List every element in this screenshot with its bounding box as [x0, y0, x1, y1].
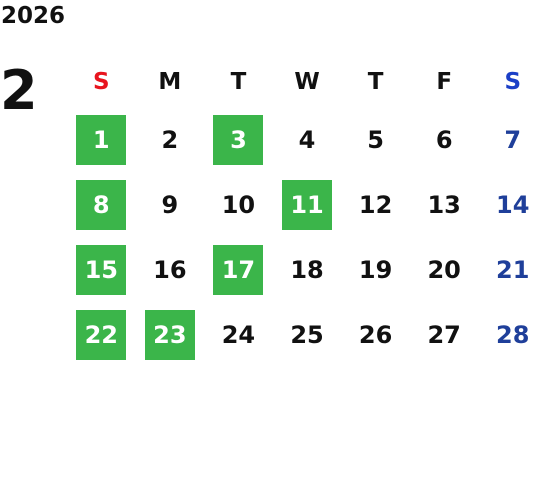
day-number: 28: [496, 320, 530, 349]
day-cell: 1: [67, 107, 136, 172]
day-cell: 14: [478, 172, 547, 237]
day-number: 24: [221, 320, 256, 349]
day-cell: 23: [136, 302, 205, 367]
day-number: 2: [161, 125, 179, 154]
day-number: 12: [358, 190, 393, 219]
day-cell: 7: [478, 107, 547, 172]
day-cell: 13: [410, 172, 479, 237]
day-cell: 28: [478, 302, 547, 367]
highlighted-day: 8: [76, 179, 127, 230]
day-cell: 26: [341, 302, 410, 367]
day-cell: 4: [273, 107, 342, 172]
highlighted-day: 1: [76, 114, 127, 165]
day-cell: 12: [341, 172, 410, 237]
day-number: 14: [496, 190, 530, 219]
day-cell: 16: [136, 237, 205, 302]
day-number: 16: [153, 255, 187, 284]
day-cell: 22: [67, 302, 136, 367]
day-number: 20: [427, 255, 461, 284]
day-number: 9: [161, 190, 179, 219]
day-cell: 18: [273, 237, 342, 302]
day-cell: 19: [341, 237, 410, 302]
day-number: 26: [358, 320, 393, 349]
week-row: 15 16 17 18 19 20 21: [67, 237, 547, 302]
day-number: 5: [367, 125, 384, 154]
day-cell: 24: [204, 302, 273, 367]
week-row: 22 23 24 25 26 27 28: [67, 302, 547, 367]
day-cell: 25: [273, 302, 342, 367]
highlighted-day: 17: [213, 244, 264, 295]
day-cell: 2: [136, 107, 205, 172]
day-number: 21: [496, 255, 530, 284]
day-cell: 5: [341, 107, 410, 172]
weekday-header-sunday: S: [93, 69, 110, 95]
day-number: 25: [290, 320, 324, 349]
week-row: 1 2 3 4 5 6 7: [67, 107, 547, 172]
week-row: 8 9 10 11 12 13 14: [67, 172, 547, 237]
day-cell: 3: [204, 107, 273, 172]
day-cell: 6: [410, 107, 479, 172]
day-number: 18: [290, 255, 324, 284]
weekday-header-friday: F: [436, 69, 453, 95]
month-label: 2: [0, 59, 38, 122]
day-cell: 15: [67, 237, 136, 302]
day-number: 13: [427, 190, 461, 219]
highlighted-day: 15: [76, 244, 127, 295]
day-cell: 20: [410, 237, 479, 302]
weekday-header-monday: M: [158, 69, 182, 95]
highlighted-day: 3: [213, 114, 264, 165]
weekday-header-saturday: S: [504, 69, 522, 95]
day-number: 6: [435, 125, 453, 154]
day-cell: 17: [204, 237, 273, 302]
day-number: 27: [427, 320, 461, 349]
day-number: 4: [298, 125, 316, 154]
day-number: 19: [358, 255, 393, 284]
weekday-header-row: S M T W T F S: [67, 58, 547, 106]
highlighted-day: 23: [144, 309, 195, 360]
weekday-header-thursday: T: [367, 69, 384, 95]
weekday-header-tuesday: T: [230, 69, 247, 95]
weekday-header-wednesday: W: [294, 69, 320, 95]
day-cell: 9: [136, 172, 205, 237]
day-cell: 21: [478, 237, 547, 302]
day-number: 10: [221, 190, 256, 219]
day-cell: 11: [273, 172, 342, 237]
year-label: 2026: [1, 3, 66, 29]
day-cell: 8: [67, 172, 136, 237]
highlighted-day: 22: [76, 309, 127, 360]
day-cell: 10: [204, 172, 273, 237]
day-cell: 27: [410, 302, 479, 367]
highlighted-day: 11: [282, 179, 333, 230]
day-number: 7: [504, 125, 522, 154]
